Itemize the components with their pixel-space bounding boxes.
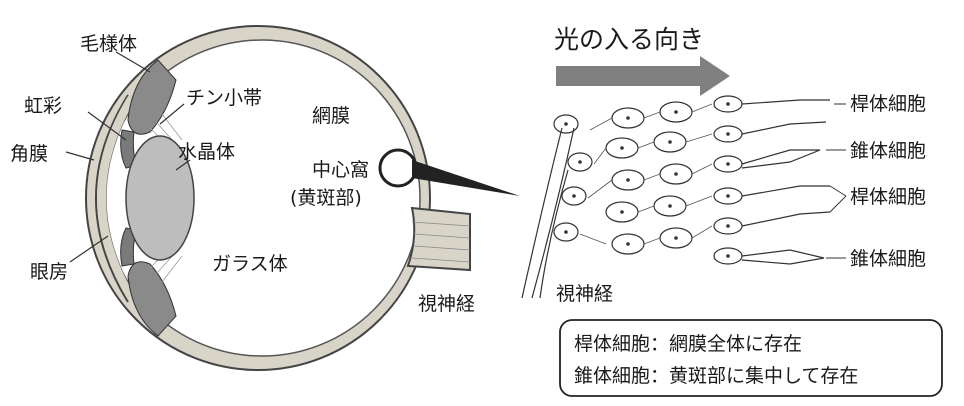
zoom-wedge [412,160,520,196]
cone-label-2: 錐体細胞 [850,248,926,270]
retina-cells [521,95,847,299]
zonule-label: チン小帯 [186,87,262,109]
retina-optic-nerve-label: 視神経 [556,283,613,305]
ciliary-body-upper [127,59,177,135]
photoreceptor-layer [713,95,831,265]
optic-nerve-label: 視神経 [418,293,475,315]
ciliary-body-label: 毛様体 [80,33,137,55]
iris-label: 虹彩 [24,95,62,117]
eye-cross-section [65,25,520,371]
cornea [95,94,129,303]
optic-nerve-stump [406,206,471,272]
vitreous-label: ガラス体 [212,253,288,275]
cornea-label: 角膜 [10,143,48,165]
legend-box: 桿体細胞：網膜全体に存在 錐体細胞：黄斑部に集中して存在 [559,319,943,397]
anterior-chamber-label: 眼房 [30,261,68,283]
light-direction-arrow [556,56,730,96]
lens-label: 水晶体 [178,141,235,163]
lens [125,135,195,261]
legend-line-2: 錐体細胞：黄斑部に集中して存在 [574,365,858,387]
rod-label-1: 桿体細胞 [850,93,926,115]
legend-line-1: 桿体細胞：網膜全体に存在 [574,333,802,355]
retina-label: 網膜 [312,105,350,127]
ciliary-body-lower [127,261,177,337]
rod-label-2: 桿体細胞 [850,186,926,208]
macula-label: (黄斑部) [290,187,362,209]
cone-label-1: 錐体細胞 [850,140,926,162]
ganglion-layer [553,114,593,242]
fovea-label: 中心窩 [312,159,369,181]
light-direction-label: 光の入る向き [554,25,704,54]
